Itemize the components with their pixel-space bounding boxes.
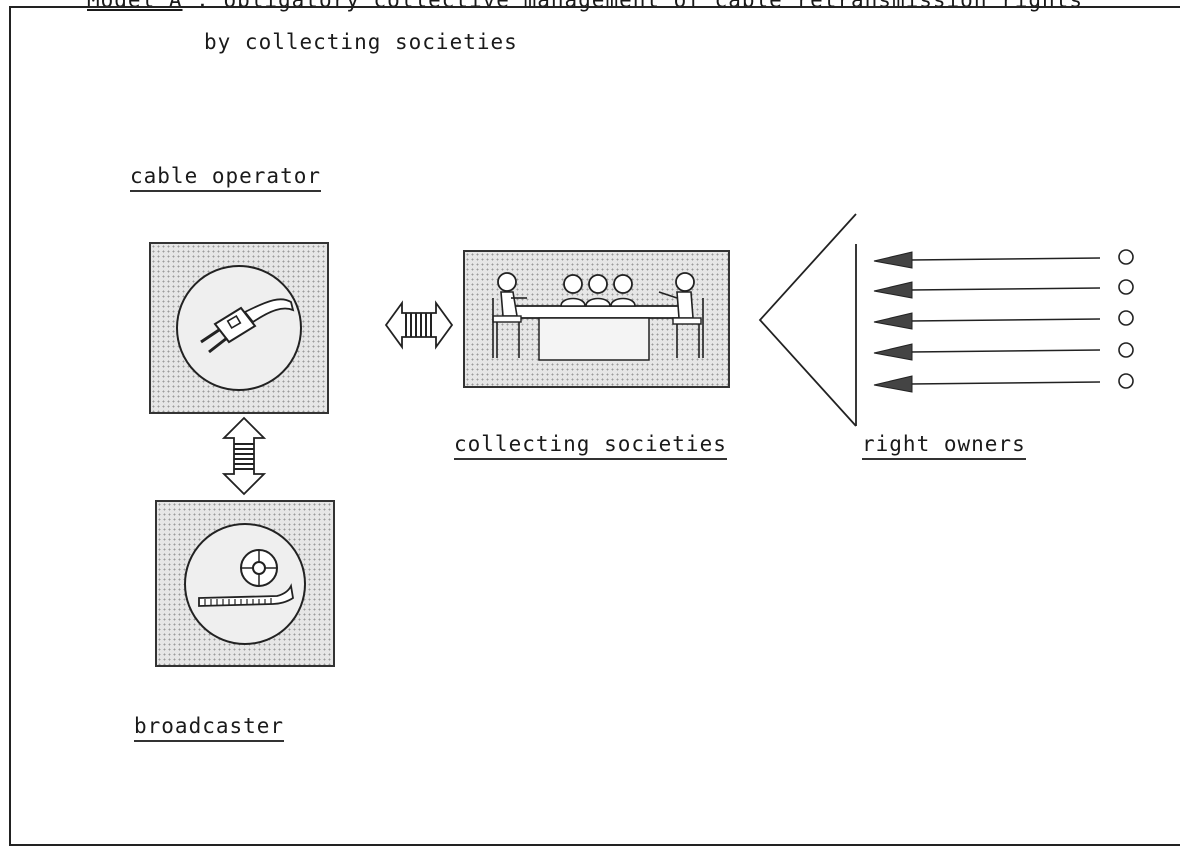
collecting-societies-label: collecting societies	[454, 432, 727, 460]
broadcaster-label: broadcaster	[134, 714, 285, 742]
right-owner-arrow-5	[873, 373, 1134, 393]
funnel-bracket	[758, 213, 857, 427]
cable-operator-panel	[149, 242, 329, 414]
right-owner-circle-icon	[1118, 342, 1134, 358]
film-reel-icon	[184, 523, 306, 645]
right-owner-circle-icon	[1118, 373, 1134, 389]
cable-plug-icon	[176, 265, 302, 391]
right-owner-circle-icon	[1118, 279, 1134, 295]
meeting-table-icon	[492, 272, 704, 361]
right-owner-arrow-4	[873, 342, 1134, 361]
right-owner-arrows	[873, 249, 1134, 393]
right-owner-arrow-1	[873, 249, 1134, 269]
cable-operator-label: cable operator	[130, 164, 322, 192]
right-owner-arrow-3	[873, 310, 1134, 330]
collecting-societies-panel	[463, 250, 730, 388]
subtitle: by collecting societies	[204, 30, 518, 54]
horizontal-double-arrow-icon	[384, 300, 454, 350]
broadcaster-panel	[155, 500, 335, 667]
right-owner-arrow-2	[873, 279, 1134, 299]
right-owner-circle-icon	[1118, 249, 1134, 265]
right-owners-label: right owners	[862, 432, 1026, 460]
right-owner-circle-icon	[1118, 310, 1134, 326]
vertical-double-arrow-icon	[221, 416, 267, 496]
